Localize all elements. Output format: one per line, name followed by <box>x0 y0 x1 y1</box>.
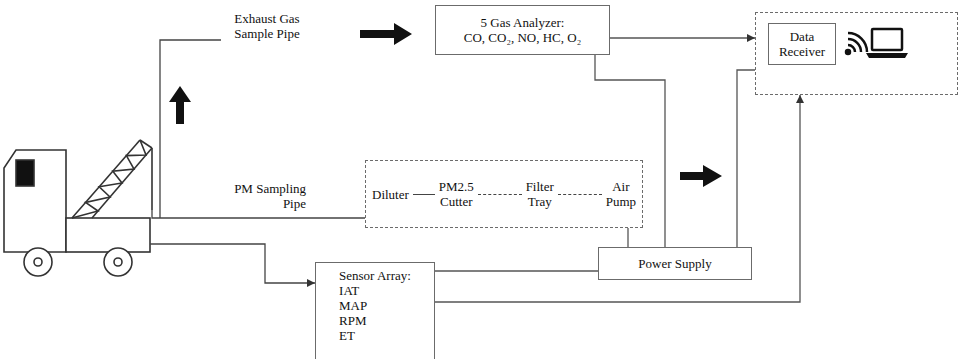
sensor-array-box: Sensor Array:IAT MAP RPM ET <box>315 262 435 359</box>
connector <box>595 55 665 247</box>
pipes <box>150 40 365 283</box>
joining-line <box>478 194 522 195</box>
box-text: PM2.5 Cutter <box>439 179 474 209</box>
box-text: CO, CO₂, NO, HC, O₂ <box>464 30 581 45</box>
wifi-arc <box>848 45 855 52</box>
crane-truck <box>4 140 152 276</box>
node-content: Diluter PM2.5 Cutter Filter Tray Air Pump <box>372 179 636 209</box>
truck-wheel <box>104 248 132 276</box>
box-text: Data Receiver <box>773 29 831 59</box>
node-content: Power Supply <box>638 256 711 271</box>
box-text: IAT MAP RPM ET <box>339 283 367 343</box>
label-holder: PM Sampling Pipe <box>222 181 306 211</box>
pm-sampling-pipe <box>152 210 365 218</box>
truck-window <box>16 160 34 186</box>
box-text: 5 Gas Analyzer: <box>464 15 581 30</box>
connector <box>737 70 755 247</box>
connector <box>435 95 800 302</box>
analyzer-box: 5 Gas Analyzer:CO, CO₂, NO, HC, O₂ <box>435 5 610 55</box>
wifi-arc <box>848 33 867 52</box>
connectors <box>435 38 800 302</box>
power-supply-box: Power Supply <box>598 247 752 280</box>
node-content: Data Receiver <box>773 29 831 59</box>
exhaust-sample-pipe <box>160 40 221 218</box>
wheel-hub <box>34 258 42 266</box>
wifi-arc <box>848 39 861 52</box>
flow-arrow <box>360 23 412 45</box>
laptop-icon <box>866 29 908 58</box>
pipe-label: Exhaust Gas Sample Pipe <box>225 11 309 41</box>
node-content: Sensor Array:IAT MAP RPM ET <box>339 268 411 343</box>
box-text: Diluter <box>372 187 409 202</box>
flow-arrow <box>680 165 722 187</box>
crane-boom <box>72 140 140 218</box>
box-text: Air Pump <box>606 179 636 209</box>
box-text: Power Supply <box>638 256 711 271</box>
box-text: Filter Tray <box>526 179 554 209</box>
pipe-label: PM Sampling Pipe <box>222 181 306 211</box>
flow-arrows <box>169 23 722 187</box>
flow-arrow <box>169 86 191 124</box>
joining-line <box>558 194 602 195</box>
truck-cab <box>4 150 66 252</box>
laptop-base <box>866 53 908 58</box>
receiver-box: Data Receiver <box>768 23 836 65</box>
crane-cable <box>151 148 153 210</box>
wheel-hub <box>114 258 122 266</box>
node-content: 5 Gas Analyzer:CO, CO₂, NO, HC, O₂ <box>464 15 581 45</box>
label-holder: Exhaust Gas Sample Pipe <box>225 11 309 41</box>
truck-bed <box>66 218 150 252</box>
crane-truss <box>72 140 146 218</box>
joining-line <box>413 194 435 195</box>
wifi-dot <box>846 50 850 54</box>
sensor-lead <box>150 244 315 283</box>
laptop-screen <box>872 29 902 50</box>
connector <box>610 37 755 38</box>
connector <box>435 270 598 271</box>
wifi-icon <box>846 33 867 54</box>
receiver-group: Data Receiver <box>755 12 958 95</box>
truck-wheel <box>24 248 52 276</box>
box-text: Sensor Array: <box>339 268 411 283</box>
connector <box>627 228 628 247</box>
pm-sampler-box: Diluter PM2.5 Cutter Filter Tray Air Pump <box>365 160 643 228</box>
